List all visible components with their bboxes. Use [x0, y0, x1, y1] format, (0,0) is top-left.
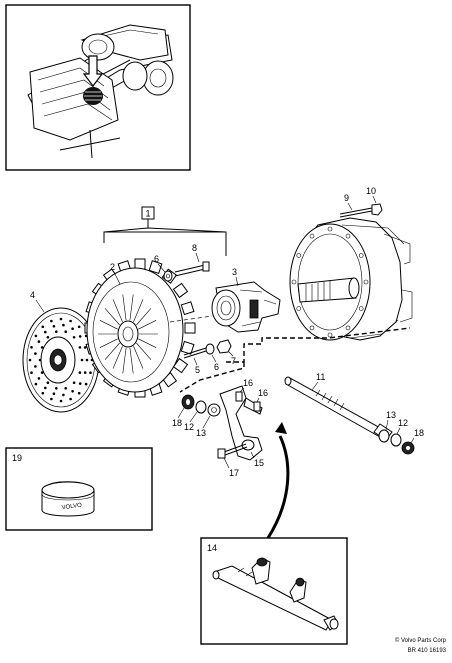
callout-10: 10 — [366, 186, 376, 196]
grease-can-label: VOLVO — [61, 503, 82, 512]
pressure-plate — [84, 258, 196, 398]
friction-lining-rivets — [28, 317, 94, 403]
fork-bolt — [217, 443, 248, 459]
callout-18-right: 18 — [414, 428, 424, 438]
callout-6-lower: 6 — [214, 362, 219, 372]
callout-11: 11 — [316, 372, 325, 382]
callout-19: 19 — [12, 453, 22, 463]
callout-12-right: 12 — [398, 418, 408, 428]
assembly-bracket: 1 — [103, 206, 227, 256]
fork-bushings-left — [181, 394, 221, 417]
fasteners-pressure-plate — [163, 261, 232, 359]
shaft-assembly-detail — [212, 557, 339, 631]
callout-5: 5 — [195, 365, 200, 375]
shaft-detail-inset: 14 — [200, 537, 348, 645]
callout-12-left: 12 — [184, 422, 194, 432]
callout-2: 2 — [110, 262, 115, 272]
flywheel-housing — [289, 217, 413, 341]
callout-15: 15 — [254, 458, 264, 468]
housing-bolt-and-nut — [339, 203, 383, 218]
detail-pointer-arrow — [266, 422, 290, 539]
release-shaft — [284, 376, 393, 443]
callout-18-left: 18 — [172, 418, 182, 428]
chassis-sketch — [27, 24, 174, 159]
vehicle-location-inset — [5, 4, 191, 171]
callout-4: 4 — [30, 290, 35, 300]
shaft-bushings-right — [378, 429, 415, 455]
grease-inset: 19 VOLVO — [5, 447, 153, 531]
location-arrow — [82, 55, 104, 87]
grease-can-icon: VOLVO — [41, 481, 95, 517]
clutch-highlight — [83, 87, 103, 105]
callout-16-lower: 16 — [258, 388, 268, 398]
callout-8: 8 — [192, 243, 197, 253]
release-bearing — [211, 281, 281, 333]
callout-17: 17 — [229, 468, 239, 478]
callout-14: 14 — [207, 543, 217, 553]
callout-16-upper: 16 — [243, 378, 253, 388]
callout-1: 1 — [145, 209, 150, 219]
callout-13-right: 13 — [386, 410, 396, 420]
callout-7: 7 — [231, 356, 236, 366]
callout-13-left: 13 — [196, 428, 206, 438]
reference-number: BR 410 16193 — [408, 648, 447, 654]
callout-3: 3 — [232, 267, 237, 277]
copyright-text: © Volvo Parts Corp — [395, 637, 447, 644]
callout-6-upper: 6 — [154, 254, 159, 264]
diaphragm-spring-fingers — [98, 294, 158, 374]
callout-9: 9 — [344, 193, 349, 203]
